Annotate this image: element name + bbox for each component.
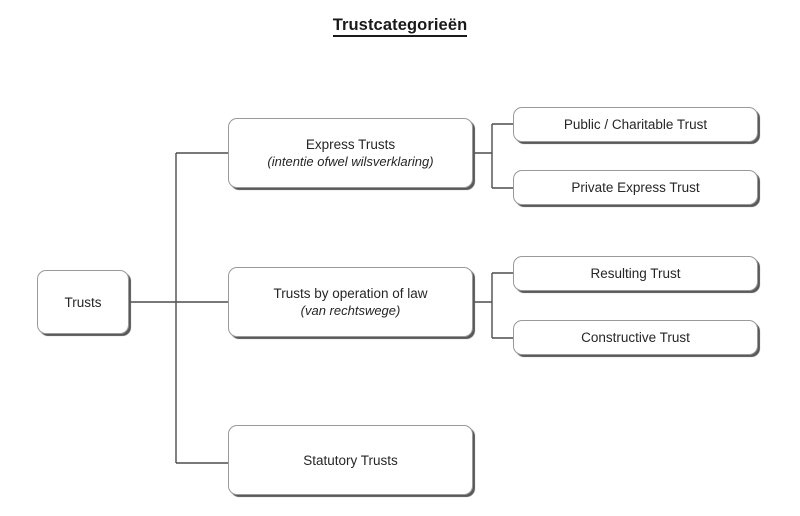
page-title: Trustcategorieën (0, 16, 800, 37)
node-trusts-by-operation-of-law[interactable]: Trusts by operation of law (van rechtswe… (228, 267, 473, 337)
node-express-trusts-sublabel: (intentie ofwel wilsverklaring) (267, 154, 434, 169)
node-trusts-label: Trusts (64, 294, 102, 310)
page-title-text: Trustcategorieën (332, 16, 468, 37)
node-trusts[interactable]: Trusts (37, 270, 129, 334)
node-public-charitable-trust-label: Public / Charitable Trust (563, 117, 708, 132)
node-constructive-trust[interactable]: Constructive Trust (513, 320, 758, 355)
node-resulting-trust[interactable]: Resulting Trust (513, 256, 758, 291)
node-private-express-trust-label: Private Express Trust (571, 180, 700, 195)
node-statutory-trusts[interactable]: Statutory Trusts (228, 425, 473, 495)
node-constructive-trust-label: Constructive Trust (581, 330, 690, 345)
node-public-charitable-trust[interactable]: Public / Charitable Trust (513, 107, 758, 142)
node-express-trusts[interactable]: Express Trusts (intentie ofwel wilsverkl… (228, 118, 473, 188)
node-private-express-trust[interactable]: Private Express Trust (513, 170, 758, 205)
node-express-trusts-label: Express Trusts (305, 137, 396, 152)
node-statutory-trusts-label: Statutory Trusts (303, 452, 398, 468)
node-trusts-by-operation-of-law-label: Trusts by operation of law (273, 286, 428, 301)
node-resulting-trust-label: Resulting Trust (590, 266, 681, 281)
node-trusts-by-operation-of-law-sublabel: (van rechtswege) (300, 303, 401, 318)
